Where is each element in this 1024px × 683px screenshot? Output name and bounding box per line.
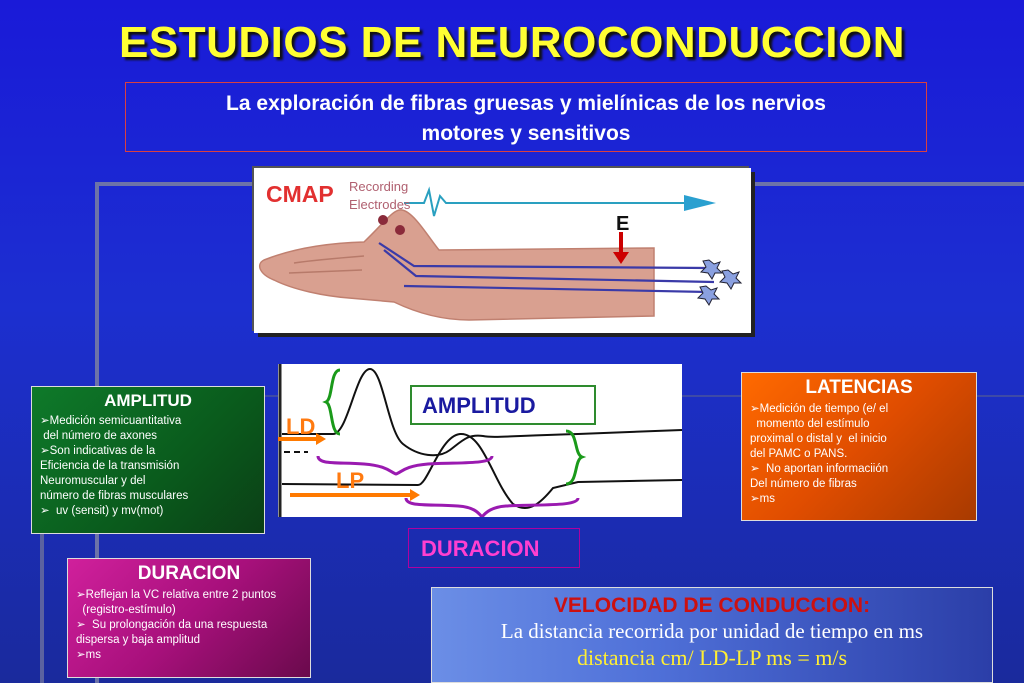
upper-trace	[282, 367, 683, 457]
duration-brace	[404, 497, 580, 520]
stimulus-label: E	[616, 213, 629, 235]
list-item: ➢ uv (sensit) y mv(mot)	[40, 505, 164, 517]
list-item: dispersa y baja amplitud	[76, 634, 201, 646]
finger-line-2	[288, 269, 363, 274]
velocidad-formula: distancia cm/ LD-LP ms = m/s	[576, 645, 848, 670]
ld-label: LD	[286, 414, 316, 439]
list-item: momento del estímulo	[750, 418, 870, 430]
nerve-line-2	[383, 249, 715, 284]
frame-line-left-lower	[40, 395, 44, 683]
list-item: ➢Medición de tiempo (e/ el	[750, 403, 889, 415]
subtitle-box: La exploración de fibras gruesas y mielí…	[125, 82, 927, 152]
velocidad-box: VELOCIDAD DE CONDUCCION: La distancia re…	[431, 587, 993, 683]
latencias-box: LATENCIAS ➢Medición de tiempo (e/ el mom…	[741, 372, 977, 521]
amplitud-title: AMPLITUD	[104, 391, 192, 410]
recording-trace	[404, 186, 684, 217]
electrode-dot-1	[378, 215, 388, 225]
duracion-box: DURACION ➢Reflejan la VC relativa entre …	[67, 558, 311, 678]
lp-label: LP	[336, 468, 365, 493]
lp-arrow-icon	[410, 489, 420, 501]
list-item: Eficiencia de la transmisión	[40, 460, 180, 472]
nerve-line-1	[378, 242, 710, 270]
amplitude-brace-2	[565, 429, 587, 486]
ld-brace	[316, 455, 494, 476]
list-item: ➢ No aportan informaciión	[750, 463, 889, 475]
electrode-dot-2	[395, 225, 405, 235]
list-item: (registro-estímulo)	[76, 604, 176, 616]
waveform-amplitud-label: AMPLITUD	[410, 385, 596, 425]
stimulus-arrow-shaft	[619, 232, 623, 254]
cmap-label: CMAP	[266, 181, 334, 207]
list-item: número de fibras musculares	[40, 490, 189, 502]
list-item: ➢Reflejan la VC relativa entre 2 puntos	[76, 589, 277, 601]
list-item: ➢Medición semicuantitativa	[40, 415, 182, 427]
arm-shape	[258, 209, 655, 321]
amplitud-box: AMPLITUD ➢Medición semicuantitativa del …	[31, 386, 265, 534]
arm-drawing: CMAP Recording Electrodes E	[258, 179, 743, 321]
list-item: del PAMC o PANS.	[750, 448, 848, 460]
arm-illustration: CMAP Recording Electrodes E	[254, 168, 751, 333]
recording-arrow-icon	[684, 195, 716, 211]
list-item: ➢Son indicativas de la	[40, 445, 156, 457]
recording-label: Recording	[349, 179, 408, 194]
list-item: ➢ms	[750, 493, 775, 505]
nerve-line-3	[403, 284, 710, 294]
slide-title: ESTUDIOS DE NEUROCONDUCCION	[119, 18, 905, 67]
stimulus-arrow-icon	[613, 252, 629, 264]
latencias-title: LATENCIAS	[805, 377, 913, 398]
subtitle-line-2: motores y sensitivos	[421, 122, 631, 145]
list-item: Del número de fibras	[750, 478, 857, 490]
list-item: Neuromuscular y del	[40, 475, 146, 487]
subtitle-line-1: La exploración de fibras gruesas y mielí…	[226, 92, 826, 115]
waveform-drawing	[278, 364, 683, 520]
electrodes-label: Electrodes	[349, 197, 411, 212]
waveform-duracion-label: DURACION	[408, 528, 580, 568]
neuron-icon	[696, 259, 743, 306]
velocidad-definition: La distancia recorrida por unidad de tie…	[500, 619, 924, 643]
list-item: ➢ Su prolongación da una respuesta	[76, 619, 268, 631]
amplitud-list: ➢Medición semicuantitativa del número de…	[40, 414, 256, 519]
duracion-list: ➢Reflejan la VC relativa entre 2 puntos …	[76, 588, 302, 663]
latencias-list: ➢Medición de tiempo (e/ el momento del e…	[750, 402, 968, 507]
list-item: ➢ms	[76, 649, 101, 661]
ld-arrow-icon	[316, 433, 326, 445]
duracion-title: DURACION	[137, 563, 241, 584]
list-item: del número de axones	[40, 430, 157, 442]
velocidad-title: VELOCIDAD DE CONDUCCION:	[553, 594, 871, 617]
finger-line	[293, 255, 365, 264]
list-item: proximal o distal y el inicio	[750, 433, 887, 445]
amplitude-brace-1	[322, 368, 341, 436]
